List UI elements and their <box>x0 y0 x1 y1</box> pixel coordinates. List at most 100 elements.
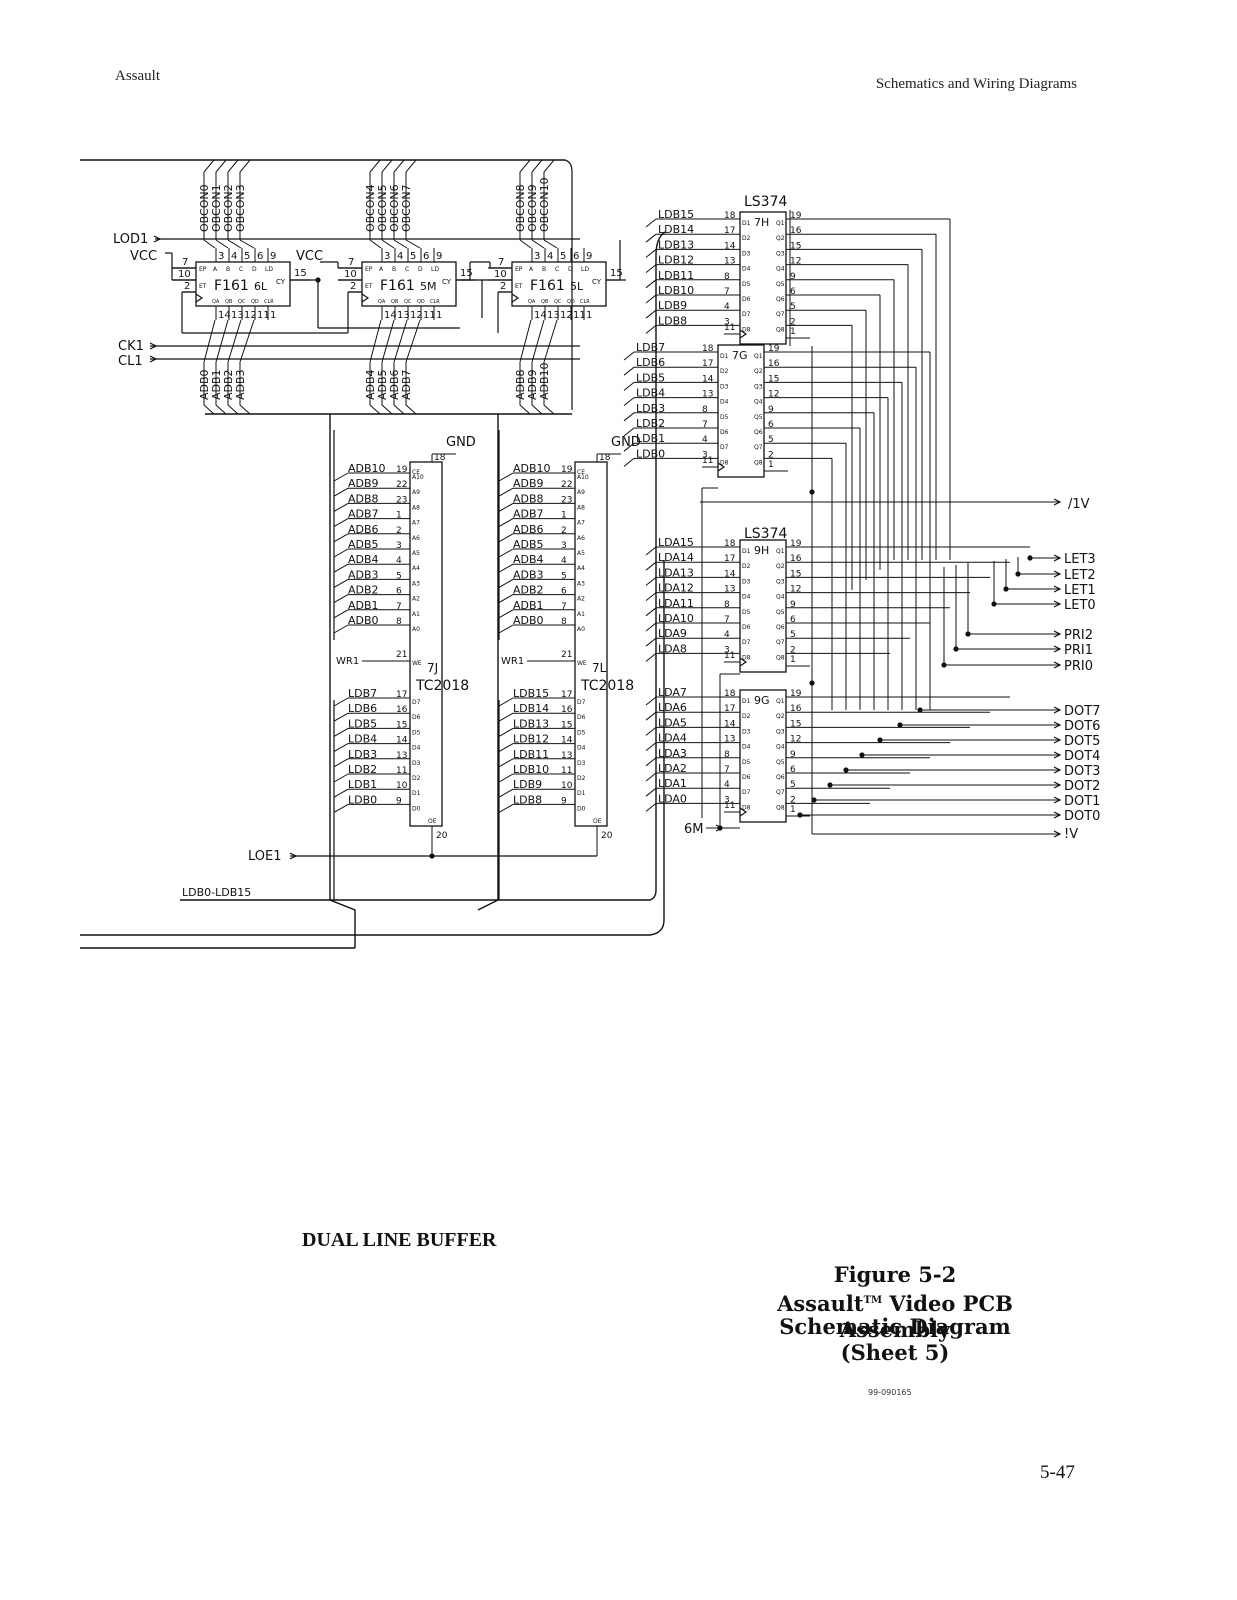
pin-number: 8 <box>702 405 708 415</box>
header-left: Assault <box>115 68 160 84</box>
pin-number: 11 <box>724 323 735 333</box>
pin-function-label: D7 <box>742 789 751 796</box>
pin-function-label: D1 <box>577 790 586 797</box>
pin-function-label: D0 <box>412 805 421 812</box>
wire <box>739 657 748 667</box>
ram-data-label: LDB2 <box>348 763 377 776</box>
pin-function-label: B <box>226 266 230 273</box>
latch-9h-body <box>739 539 787 673</box>
latch-input-label: LDA5 <box>658 716 687 729</box>
pin-number: 15 <box>790 719 801 729</box>
pin-function-label: D5 <box>742 281 751 288</box>
pin-number: 2 <box>561 526 567 536</box>
pin-number: 17 <box>724 554 735 564</box>
ram-data-label: LDB8 <box>513 793 542 806</box>
pin-function-label: D4 <box>412 745 421 752</box>
wire <box>519 319 532 363</box>
wire <box>531 239 545 249</box>
pin-number: 4 <box>547 251 553 262</box>
wire <box>333 578 349 588</box>
wire <box>405 239 421 249</box>
wire <box>393 239 408 249</box>
wire <box>645 607 657 617</box>
wire <box>649 231 666 901</box>
latch-input-label: LDB14 <box>658 223 694 236</box>
latch-input-label: LDB12 <box>658 254 694 267</box>
wire <box>498 548 514 558</box>
wire <box>645 279 657 289</box>
pin-function-label: QC <box>404 299 412 305</box>
pin-number: 15 <box>460 268 473 279</box>
pin-function-label: Q3 <box>754 383 763 390</box>
output-signal-label: DOT1 <box>1064 794 1100 809</box>
pin-function-label: Q5 <box>776 281 785 288</box>
wire <box>498 472 514 482</box>
output-signal-label: DOT0 <box>1064 809 1100 824</box>
pin-number: 19 <box>790 211 802 221</box>
wire <box>498 609 514 619</box>
pin-function-label: Q8 <box>776 654 785 661</box>
pin-number: 5 <box>410 251 416 262</box>
pin-function-label: QD <box>567 299 575 305</box>
latch-input-label: LDB4 <box>636 387 665 400</box>
pin-function-label: D5 <box>577 729 586 736</box>
adb-signal-label: ADB2 <box>222 369 235 400</box>
wire <box>645 742 657 751</box>
ram-7l-body <box>574 461 608 827</box>
ram-data-label: LDB7 <box>348 687 377 700</box>
pin-number: 11 <box>257 310 270 321</box>
pin-function-label: D3 <box>577 760 586 767</box>
figure-title-prefix: Assault <box>777 1291 864 1316</box>
pin-number: 2 <box>500 281 506 292</box>
pin-number: 18 <box>724 539 736 549</box>
pin-function-label: D1 <box>742 548 751 555</box>
gnd-label: GND <box>446 435 476 450</box>
pin-number: 11 <box>573 310 586 321</box>
pin-number: 15 <box>396 720 407 730</box>
wire <box>393 319 408 363</box>
bus-label: LDB0-LDB15 <box>182 886 251 899</box>
wire <box>498 578 514 588</box>
wire <box>477 414 499 911</box>
ck1-signal-label: CK1 <box>118 339 144 354</box>
ram-address-label: ADB8 <box>348 492 379 505</box>
pin-number: 18 <box>702 344 714 354</box>
iv-output-label: /1V <box>1068 497 1090 512</box>
pin-number: 9 <box>790 750 796 760</box>
pin-number: 10 <box>396 781 408 791</box>
wire <box>215 319 229 363</box>
junction-dot <box>843 767 849 773</box>
pin-number: 16 <box>790 704 802 714</box>
adb-signal-label: ADB9 <box>526 369 539 400</box>
pin-number: 10 <box>178 269 191 280</box>
pin-number: 3 <box>384 251 390 262</box>
wire <box>333 533 349 543</box>
pin-number: 6 <box>573 251 579 262</box>
counter-5l-body <box>511 261 607 307</box>
pin-number: 6 <box>790 287 796 297</box>
ram-address-label: ADB7 <box>348 508 379 521</box>
figure-title: AssaultTM Video PCB Assembly <box>720 1288 1070 1343</box>
ram-data-label: LDB11 <box>513 748 549 761</box>
ram-data-label: LDB12 <box>513 733 549 746</box>
pin-function-label: A2 <box>412 596 420 603</box>
header-right: Schematics and Wiring Diagrams <box>875 76 1077 92</box>
adb-signal-label: ADB6 <box>388 369 401 400</box>
wire <box>381 159 393 240</box>
pin-number: 5 <box>396 571 402 581</box>
pin-function-label: CLR <box>264 299 274 305</box>
pin-function-label: CY <box>592 278 602 286</box>
pin-function-label: Q3 <box>776 578 785 585</box>
pin-function-label: D4 <box>577 745 586 752</box>
pin-number: 23 <box>396 495 407 505</box>
latch-input-label: LDB7 <box>636 341 665 354</box>
wire <box>543 239 558 249</box>
pin-number: 17 <box>702 359 713 369</box>
pin-number: 11 <box>702 456 713 466</box>
latch-input-label: LDA6 <box>658 701 687 714</box>
pin-function-label: WE <box>577 660 587 667</box>
pin-function-label: D6 <box>577 714 586 721</box>
pin-number: 14 <box>561 736 573 746</box>
pin-function-label: D6 <box>742 296 751 303</box>
output-signal-label: PRI1 <box>1064 643 1093 658</box>
